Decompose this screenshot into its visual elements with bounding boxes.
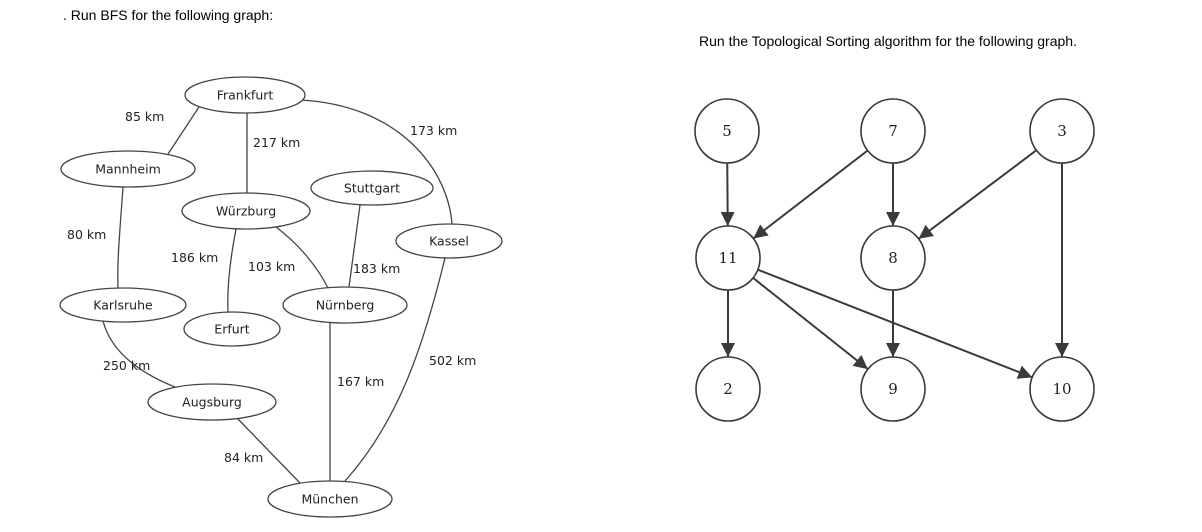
topo-node-label-7: 7 xyxy=(888,122,898,140)
topo-node-circle xyxy=(694,98,760,164)
edge-karlsruhe-augsburg xyxy=(102,320,176,388)
topo-node-7: 7 xyxy=(860,98,926,164)
node-wurzburg: Würzburg xyxy=(181,192,311,230)
bfs-edges xyxy=(102,99,453,484)
topo-node-8: 8 xyxy=(860,225,926,291)
node-ellipse xyxy=(60,150,196,188)
node-nurnberg: Nürnberg xyxy=(282,286,408,324)
topo-node-3: 3 xyxy=(1029,98,1095,164)
edge-label-wurzburg-nurnberg: 103 km xyxy=(248,259,295,274)
topo-node-circle xyxy=(695,225,761,291)
topo-node-circle xyxy=(860,98,926,164)
node-erfurt: Erfurt xyxy=(183,311,281,347)
topo-nodes: 5 7 3 11 8 2 9 10 xyxy=(694,98,1095,422)
topo-node-label-10: 10 xyxy=(1052,380,1071,398)
topo-edges xyxy=(720,149,1069,379)
topo-node-2: 2 xyxy=(695,356,761,422)
bfs-heading: . Run BFS for the following graph: xyxy=(63,7,274,23)
edge-frankfurt-mannheim xyxy=(167,106,200,155)
topo-node-5: 5 xyxy=(694,98,760,164)
topo-node-11: 11 xyxy=(695,225,761,291)
topo-node-circle xyxy=(695,356,761,422)
topo-node-label-2: 2 xyxy=(723,380,733,398)
arrow-11-to-9 xyxy=(752,277,869,370)
node-ellipse xyxy=(310,170,434,206)
node-label-kassel: Kassel xyxy=(429,234,469,249)
topo-heading: Run the Topological Sorting algorithm fo… xyxy=(699,33,1077,49)
topo-node-circle xyxy=(1029,98,1095,164)
edge-frankfurt-kassel xyxy=(299,99,453,225)
node-label-stuttgart: Stuttgart xyxy=(344,181,400,196)
topo-node-10: 10 xyxy=(1029,356,1095,422)
node-frankfurt: Frankfurt xyxy=(184,76,306,114)
edge-wurzburg-erfurt xyxy=(227,228,237,313)
edge-augsburg-munchen xyxy=(236,417,301,484)
node-ellipse xyxy=(184,76,306,114)
edge-kassel-munchen xyxy=(344,257,446,482)
arrow-7-to-11 xyxy=(752,149,869,240)
topo-node-label-8: 8 xyxy=(888,249,898,267)
node-label-frankfurt: Frankfurt xyxy=(217,88,274,103)
node-label-erfurt: Erfurt xyxy=(214,322,249,337)
edge-label-kassel-munchen: 502 km xyxy=(429,353,476,368)
node-munchen: München xyxy=(267,480,393,518)
edge-label-frankfurt-kassel: 173 km xyxy=(410,123,457,138)
node-karlsruhe: Karlsruhe xyxy=(59,287,187,323)
edge-stuttgart-nurnberg xyxy=(348,204,361,288)
arrow-11-to-10 xyxy=(757,268,1033,379)
arrow-3-to-8 xyxy=(917,149,1038,240)
node-kassel: Kassel xyxy=(395,223,503,259)
edge-label-frankfurt-mannheim: 85 km xyxy=(125,109,164,124)
topo-node-label-5: 5 xyxy=(722,122,732,140)
topo-node-9: 9 xyxy=(860,356,926,422)
topo-node-circle xyxy=(1029,356,1095,422)
topo-node-circle xyxy=(860,225,926,291)
edge-wurzburg-nurnberg xyxy=(275,226,329,289)
node-ellipse xyxy=(282,286,408,324)
bfs-edge-labels: 85 km 217 km 173 km 80 km 186 km 103 km 183 km… xyxy=(67,109,476,465)
node-stuttgart: Stuttgart xyxy=(310,170,434,206)
node-ellipse xyxy=(147,383,277,421)
edge-label-stuttgart-nurnberg: 183 km xyxy=(353,261,400,276)
node-ellipse xyxy=(267,480,393,518)
edge-label-mannheim-karlsruhe: 80 km xyxy=(67,227,106,242)
node-label-augsburg: Augsburg xyxy=(182,395,242,410)
node-ellipse xyxy=(183,311,281,347)
edge-label-wurzburg-erfurt: 186 km xyxy=(171,250,218,265)
node-label-wurzburg: Würzburg xyxy=(216,204,276,219)
topo-node-label-11: 11 xyxy=(718,249,737,267)
edge-label-nurnberg-munchen: 167 km xyxy=(337,374,384,389)
node-ellipse xyxy=(395,223,503,259)
node-label-mannheim: Mannheim xyxy=(95,162,161,177)
node-label-nurnberg: Nürnberg xyxy=(316,298,375,313)
node-ellipse xyxy=(59,287,187,323)
topo-node-label-9: 9 xyxy=(888,380,898,398)
node-mannheim: Mannheim xyxy=(60,150,196,188)
edge-label-frankfurt-wurzburg: 217 km xyxy=(253,135,300,150)
node-ellipse xyxy=(181,192,311,230)
edge-label-karlsruhe-augsburg: 250 km xyxy=(103,358,150,373)
edge-mannheim-karlsruhe xyxy=(117,186,124,289)
node-label-munchen: München xyxy=(301,492,358,507)
node-label-karlsruhe: Karlsruhe xyxy=(93,298,153,313)
topo-node-circle xyxy=(860,356,926,422)
node-augsburg: Augsburg xyxy=(147,383,277,421)
topo-node-label-3: 3 xyxy=(1057,122,1067,140)
edge-label-augsburg-munchen: 84 km xyxy=(224,450,263,465)
